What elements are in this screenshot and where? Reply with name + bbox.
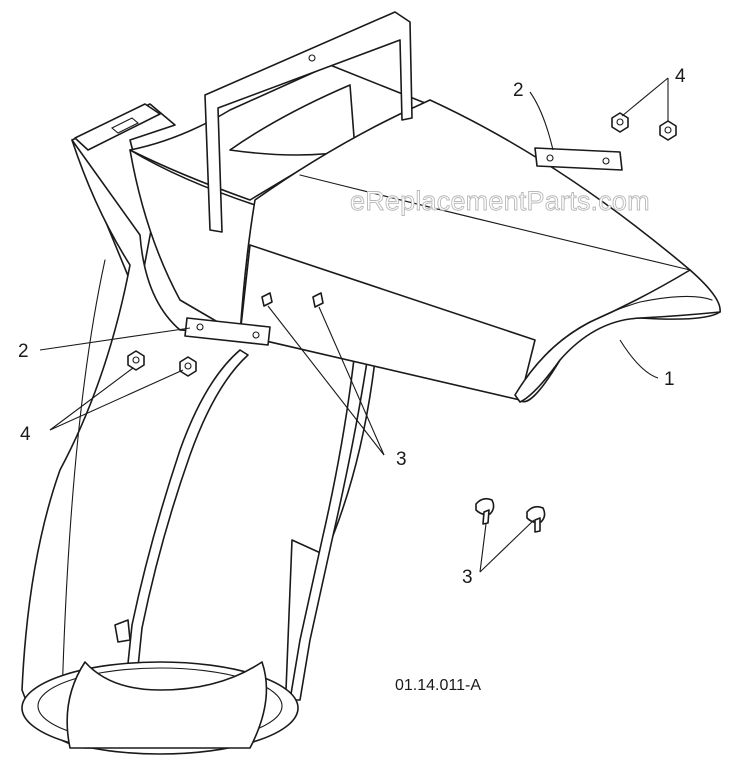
bolts-loose <box>475 497 546 533</box>
watermark: eReplacementParts.com <box>350 186 650 216</box>
callout-strap-right: 2 <box>513 80 524 101</box>
bolts-installed <box>261 292 324 308</box>
upper-deflector <box>74 11 721 403</box>
callout-strap-left: 2 <box>18 341 29 362</box>
callout-chute: 1 <box>664 369 675 390</box>
callout-bolts-upper: 3 <box>396 449 407 470</box>
lower-chute-body <box>21 103 376 755</box>
callout-nuts-left: 4 <box>20 424 31 445</box>
leader-lines <box>39 77 669 573</box>
nuts-left <box>127 350 197 377</box>
callout-bolts-lower: 3 <box>462 567 473 588</box>
strap-plate-left <box>184 317 271 346</box>
nuts-right <box>611 112 677 141</box>
strap-plate-right <box>534 147 623 171</box>
drawing-number: 01.14.011-A <box>395 677 481 694</box>
callout-nuts-right: 4 <box>675 66 686 87</box>
